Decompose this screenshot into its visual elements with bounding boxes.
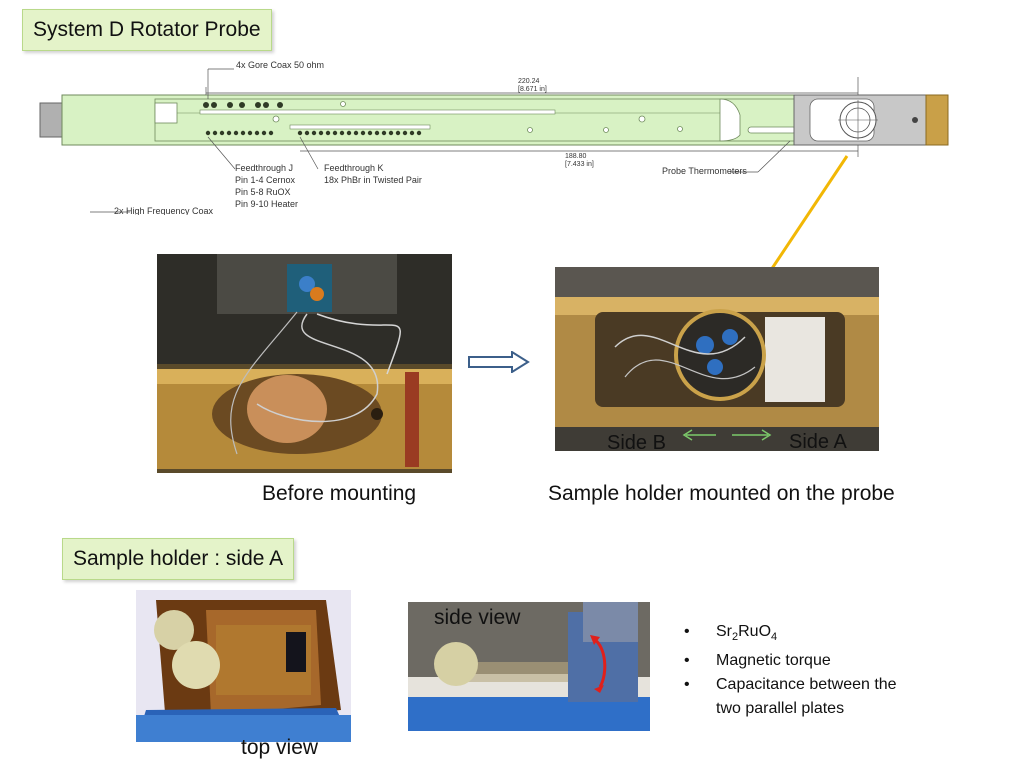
side-b-label: Side B: [607, 432, 666, 454]
pin-cernox-label: Pin 1-4 Cernox: [235, 175, 296, 185]
side-view-photo: [408, 602, 650, 731]
before-mounting-photo: [157, 254, 452, 473]
mounted-caption: Sample holder mounted on the probe: [548, 482, 895, 505]
side-arrows: [682, 429, 772, 441]
mounted-photo: [555, 267, 879, 451]
bullet-compound: Sr2RuO4: [684, 620, 984, 649]
probe-title: System D Rotator Probe: [22, 9, 272, 51]
side-view-caption: side view: [434, 606, 521, 629]
coax-label: 4x Gore Coax 50 ohm: [236, 60, 325, 70]
dimension-total: 220.24: [518, 78, 540, 85]
feedthrough-k-label: Feedthrough K: [324, 163, 384, 173]
top-view-photo: [136, 590, 351, 742]
dimension-partial-inches: [7.433 in]: [565, 161, 594, 168]
before-mounting-caption: Before mounting: [262, 482, 417, 505]
probe-diagram: 4x Gore Coax 50 ohm 220.24 [8.671 in] 18…: [30, 55, 960, 215]
top-view-caption: top view: [241, 736, 319, 759]
notes-list: Sr2RuO4 Magnetic torque Capacitance betw…: [684, 620, 984, 721]
hf-coax-label: 2x High Frequency Coax: [114, 206, 214, 215]
thermometers-label: Probe Thermometers: [662, 166, 747, 176]
transition-arrow: [468, 351, 530, 373]
pin-ruox-label: Pin 5-8 RuOX: [235, 187, 291, 197]
bend-arrow: [590, 635, 607, 693]
probe-drawing: [39, 68, 949, 213]
pin-heater-label: Pin 9-10 Heater: [235, 199, 299, 209]
feedthrough-j-label: Feedthrough J: [235, 163, 294, 173]
phbr-label: 18x PhBr in Twisted Pair: [324, 175, 422, 185]
holder-title: Sample holder : side A: [62, 538, 295, 580]
dimension-partial: 188.80: [565, 153, 587, 160]
dimension-total-inches: [8.671 in]: [518, 86, 547, 93]
side-a-label: Side A: [789, 431, 847, 453]
bullet-torque: Magnetic torque: [684, 649, 984, 673]
